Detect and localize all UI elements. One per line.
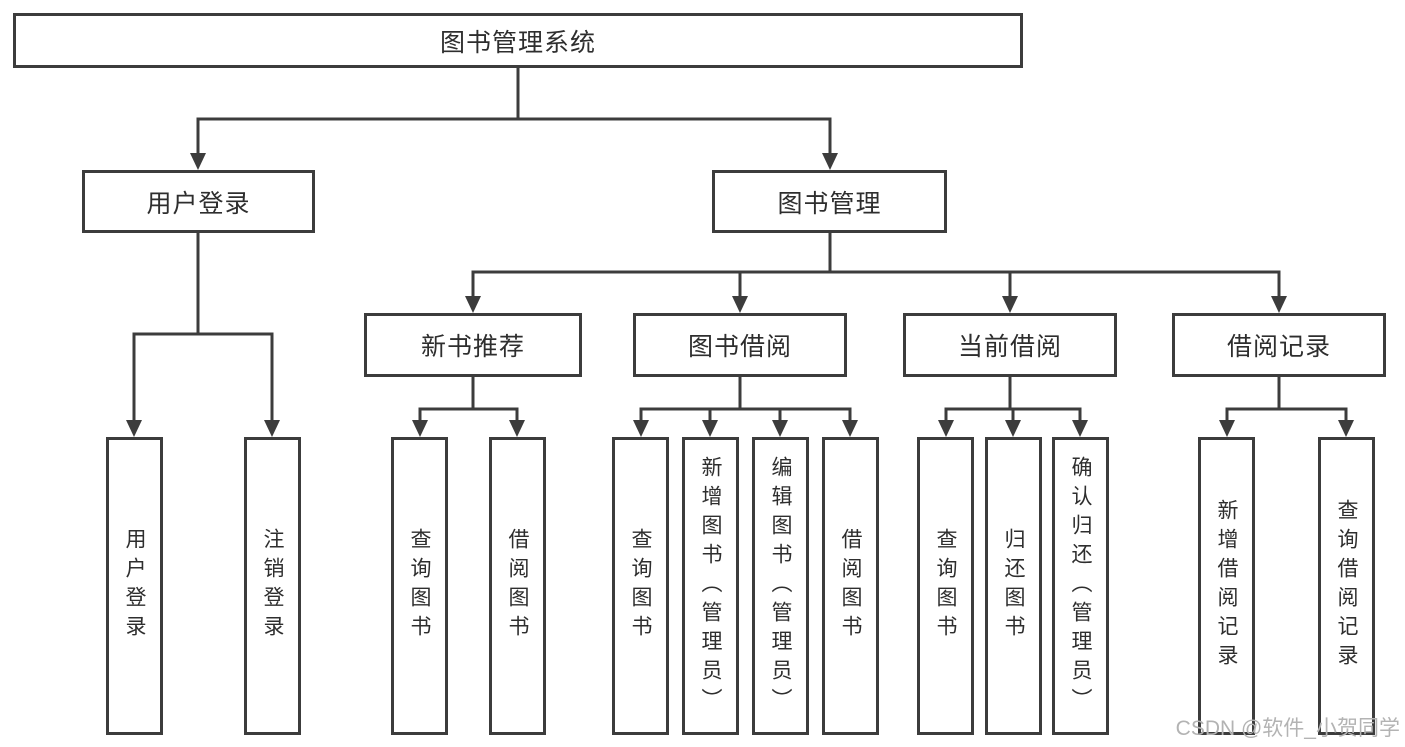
node-book-management-label: 图书管理: [777, 189, 882, 218]
node-borrow-records-label: 借阅记录: [1226, 333, 1331, 361]
arrow-down-icon: [702, 420, 718, 437]
connector-book-management-to-level3: [471, 231, 1281, 300]
leaf-query-borrow-record-label: 查询借阅记录: [1335, 499, 1358, 673]
node-book-management: 图书管理: [712, 170, 947, 233]
arrow-down-icon: [822, 153, 838, 170]
connector-borrow-records-to-children: [1225, 375, 1348, 424]
arrow-down-icon: [842, 420, 858, 437]
leaf-query-books: 查询图书: [917, 437, 974, 735]
leaf-confirm-return-admin-label: 确认归还（管理员）: [1069, 455, 1092, 717]
arrow-down-icon: [465, 296, 481, 313]
arrow-down-icon: [1002, 296, 1018, 313]
node-new-book-recommend: 新书推荐: [364, 313, 582, 377]
leaf-query-books: 查询图书: [612, 437, 669, 735]
leaf-user-login-label: 用户登录: [123, 528, 146, 644]
node-current-borrow: 当前借阅: [903, 313, 1117, 377]
node-root-label: 图书管理系统: [439, 28, 596, 57]
node-user-login-label: 用户登录: [146, 189, 251, 218]
node-current-borrow-label: 当前借阅: [957, 333, 1062, 361]
connector-book-borrow-to-children: [639, 375, 852, 424]
leaf-user-login: 用户登录: [106, 437, 163, 735]
leaf-add-borrow-record-label: 新增借阅记录: [1215, 499, 1238, 673]
node-root: 图书管理系统: [13, 13, 1023, 68]
arrow-down-icon: [633, 420, 649, 437]
leaf-edit-books-admin: 编辑图书（管理员）: [752, 437, 809, 735]
node-book-borrow-label: 图书借阅: [687, 333, 792, 361]
connector-current-borrow-to-children: [944, 375, 1082, 424]
leaf-add-books-admin-label: 新增图书（管理员）: [699, 455, 722, 717]
leaf-borrow-books: 借阅图书: [822, 437, 879, 735]
connector-new-book-to-children: [418, 375, 519, 424]
leaf-query-books-label: 查询图书: [629, 528, 652, 644]
arrow-down-icon: [1338, 420, 1354, 437]
arrow-down-icon: [264, 420, 280, 437]
leaf-return-books: 归还图书: [985, 437, 1042, 735]
node-new-book-recommend-label: 新书推荐: [420, 333, 525, 361]
leaf-query-books-label: 查询图书: [934, 528, 957, 644]
arrow-down-icon: [412, 420, 428, 437]
leaf-logout: 注销登录: [244, 437, 301, 735]
connector-user-login-to-children: [132, 231, 274, 424]
arrow-down-icon: [190, 153, 206, 170]
arrow-down-icon: [1219, 420, 1235, 437]
arrow-down-icon: [509, 420, 525, 437]
connector-root-to-level2: [196, 66, 832, 157]
csdn-watermark: CSDN @软件_小贺同学: [1175, 717, 1400, 740]
arrow-down-icon: [126, 420, 142, 437]
leaf-edit-books-admin-label: 编辑图书（管理员）: [769, 455, 792, 717]
leaf-add-books-admin: 新增图书（管理员）: [682, 437, 739, 735]
node-book-borrow: 图书借阅: [633, 313, 847, 377]
leaf-add-borrow-record: 新增借阅记录: [1198, 437, 1255, 735]
leaf-confirm-return-admin: 确认归还（管理员）: [1052, 437, 1109, 735]
leaf-borrow-books: 借阅图书: [489, 437, 546, 735]
arrow-down-icon: [732, 296, 748, 313]
leaf-return-books-label: 归还图书: [1002, 528, 1025, 644]
node-user-login: 用户登录: [82, 170, 315, 233]
arrow-down-icon: [938, 420, 954, 437]
arrow-down-icon: [772, 420, 788, 437]
leaf-borrow-books-label: 借阅图书: [839, 528, 862, 644]
node-borrow-records: 借阅记录: [1172, 313, 1386, 377]
arrow-down-icon: [1072, 420, 1088, 437]
leaf-query-books: 查询图书: [391, 437, 448, 735]
arrow-down-icon: [1005, 420, 1021, 437]
leaf-logout-label: 注销登录: [261, 528, 284, 644]
arrow-down-icon: [1271, 296, 1287, 313]
leaf-borrow-books-label: 借阅图书: [506, 528, 529, 644]
leaf-query-books-label: 查询图书: [408, 528, 431, 644]
leaf-query-borrow-record: 查询借阅记录: [1318, 437, 1375, 735]
